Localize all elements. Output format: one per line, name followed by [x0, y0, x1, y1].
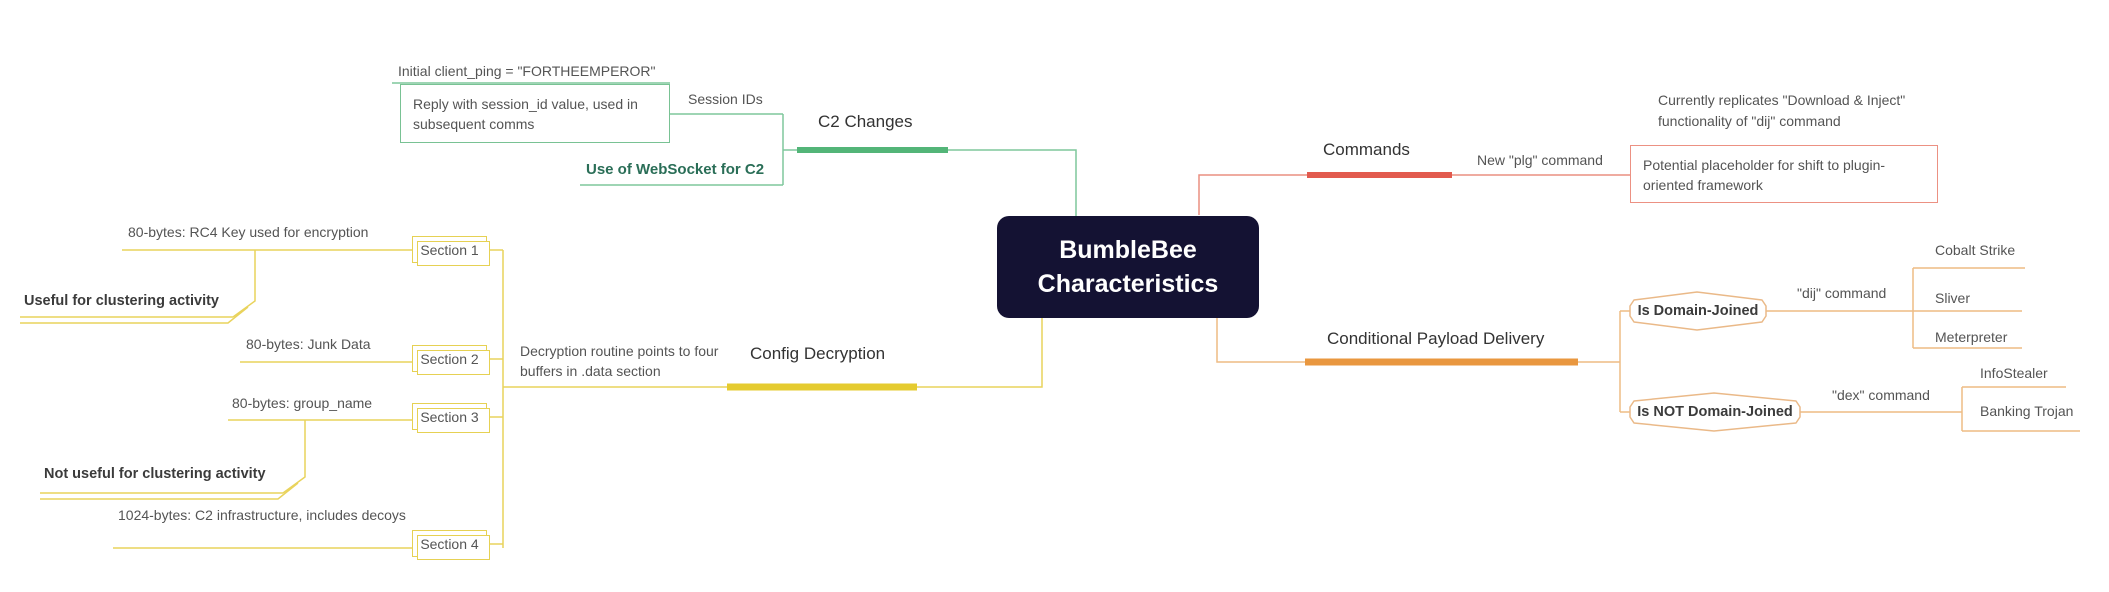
not-domain-joined-hexagon[interactable] — [1629, 392, 1801, 432]
useful-underline-2 — [20, 306, 249, 324]
c2-branch-lines — [392, 82, 1077, 216]
node-client-ping[interactable]: Initial client_ping = "FORTHEEMPEROR" — [398, 63, 656, 79]
section-1-label: Section 1 — [420, 241, 479, 258]
leaf-meterpreter[interactable]: Meterpreter — [1935, 329, 2008, 345]
node-replicates[interactable]: Currently replicates "Download & Inject"… — [1658, 92, 1906, 129]
node-websocket[interactable]: Use of WebSocket for C2 — [586, 161, 765, 178]
config-branch-lines — [20, 249, 1043, 549]
center-node[interactable]: BumbleBee Characteristics — [997, 216, 1259, 318]
topic-commands[interactable]: Commands — [1323, 140, 1410, 159]
node-reply-text: Reply with session_id value, used in sub… — [413, 96, 638, 132]
note-section-3[interactable]: 80-bytes: group_name — [232, 395, 373, 411]
center-node-title: BumbleBee Characteristics — [1037, 236, 1219, 298]
node-plg-command[interactable]: New "plg" command — [1477, 152, 1603, 168]
node-placeholder-box[interactable]: Potential placeholder for shift to plugi… — [1630, 145, 1938, 203]
payload-branch-lines — [1216, 267, 2080, 432]
useful-underline — [20, 250, 256, 318]
node-placeholder-text: Potential placeholder for shift to plugi… — [1643, 157, 1886, 193]
section-3-label: Section 3 — [420, 408, 479, 425]
node-reply-box[interactable]: Reply with session_id value, used in sub… — [400, 84, 670, 143]
node-useful-clustering[interactable]: Useful for clustering activity — [24, 293, 219, 309]
not-useful-underline — [40, 420, 306, 494]
node-section-2[interactable]: Section 2 — [412, 345, 490, 375]
topic-c2-changes[interactable]: C2 Changes — [818, 112, 913, 131]
node-dex-command[interactable]: "dex" command — [1832, 387, 1930, 403]
topic-config-decryption[interactable]: Config Decryption — [750, 344, 886, 363]
topic-payload-delivery[interactable]: Conditional Payload Delivery — [1327, 329, 1545, 348]
domain-joined-hexagon[interactable] — [1629, 291, 1767, 331]
node-not-useful-clustering[interactable]: Not useful for clustering activity — [44, 466, 266, 482]
leaf-infostealer[interactable]: InfoStealer — [1980, 365, 2048, 381]
not-useful-underline-2 — [40, 482, 299, 500]
node-section-1[interactable]: Section 1 — [412, 236, 490, 266]
node-session-ids[interactable]: Session IDs — [688, 91, 763, 107]
node-section-4[interactable]: Section 4 — [412, 530, 490, 560]
section-2-label: Section 2 — [420, 350, 479, 367]
leaf-banking-trojan[interactable]: Banking Trojan — [1980, 403, 2074, 419]
note-section-4[interactable]: 1024-bytes: C2 infrastructure, includes … — [118, 507, 406, 523]
node-dij-command[interactable]: "dij" command — [1797, 285, 1887, 301]
node-decryption-routine[interactable]: Decryption routine points to four buffer… — [520, 343, 719, 379]
section-4-label: Section 4 — [420, 535, 479, 552]
node-not-domain-joined[interactable]: Is NOT Domain-Joined — [1637, 404, 1793, 420]
commands-branch-lines — [1198, 174, 1630, 215]
node-domain-joined[interactable]: Is Domain-Joined — [1637, 303, 1759, 319]
note-section-2[interactable]: 80-bytes: Junk Data — [246, 336, 371, 352]
note-section-1[interactable]: 80-bytes: RC4 Key used for encryption — [128, 224, 369, 240]
leaf-sliver[interactable]: Sliver — [1935, 290, 1971, 306]
node-section-3[interactable]: Section 3 — [412, 403, 490, 433]
leaf-cobalt-strike[interactable]: Cobalt Strike — [1935, 242, 2016, 258]
